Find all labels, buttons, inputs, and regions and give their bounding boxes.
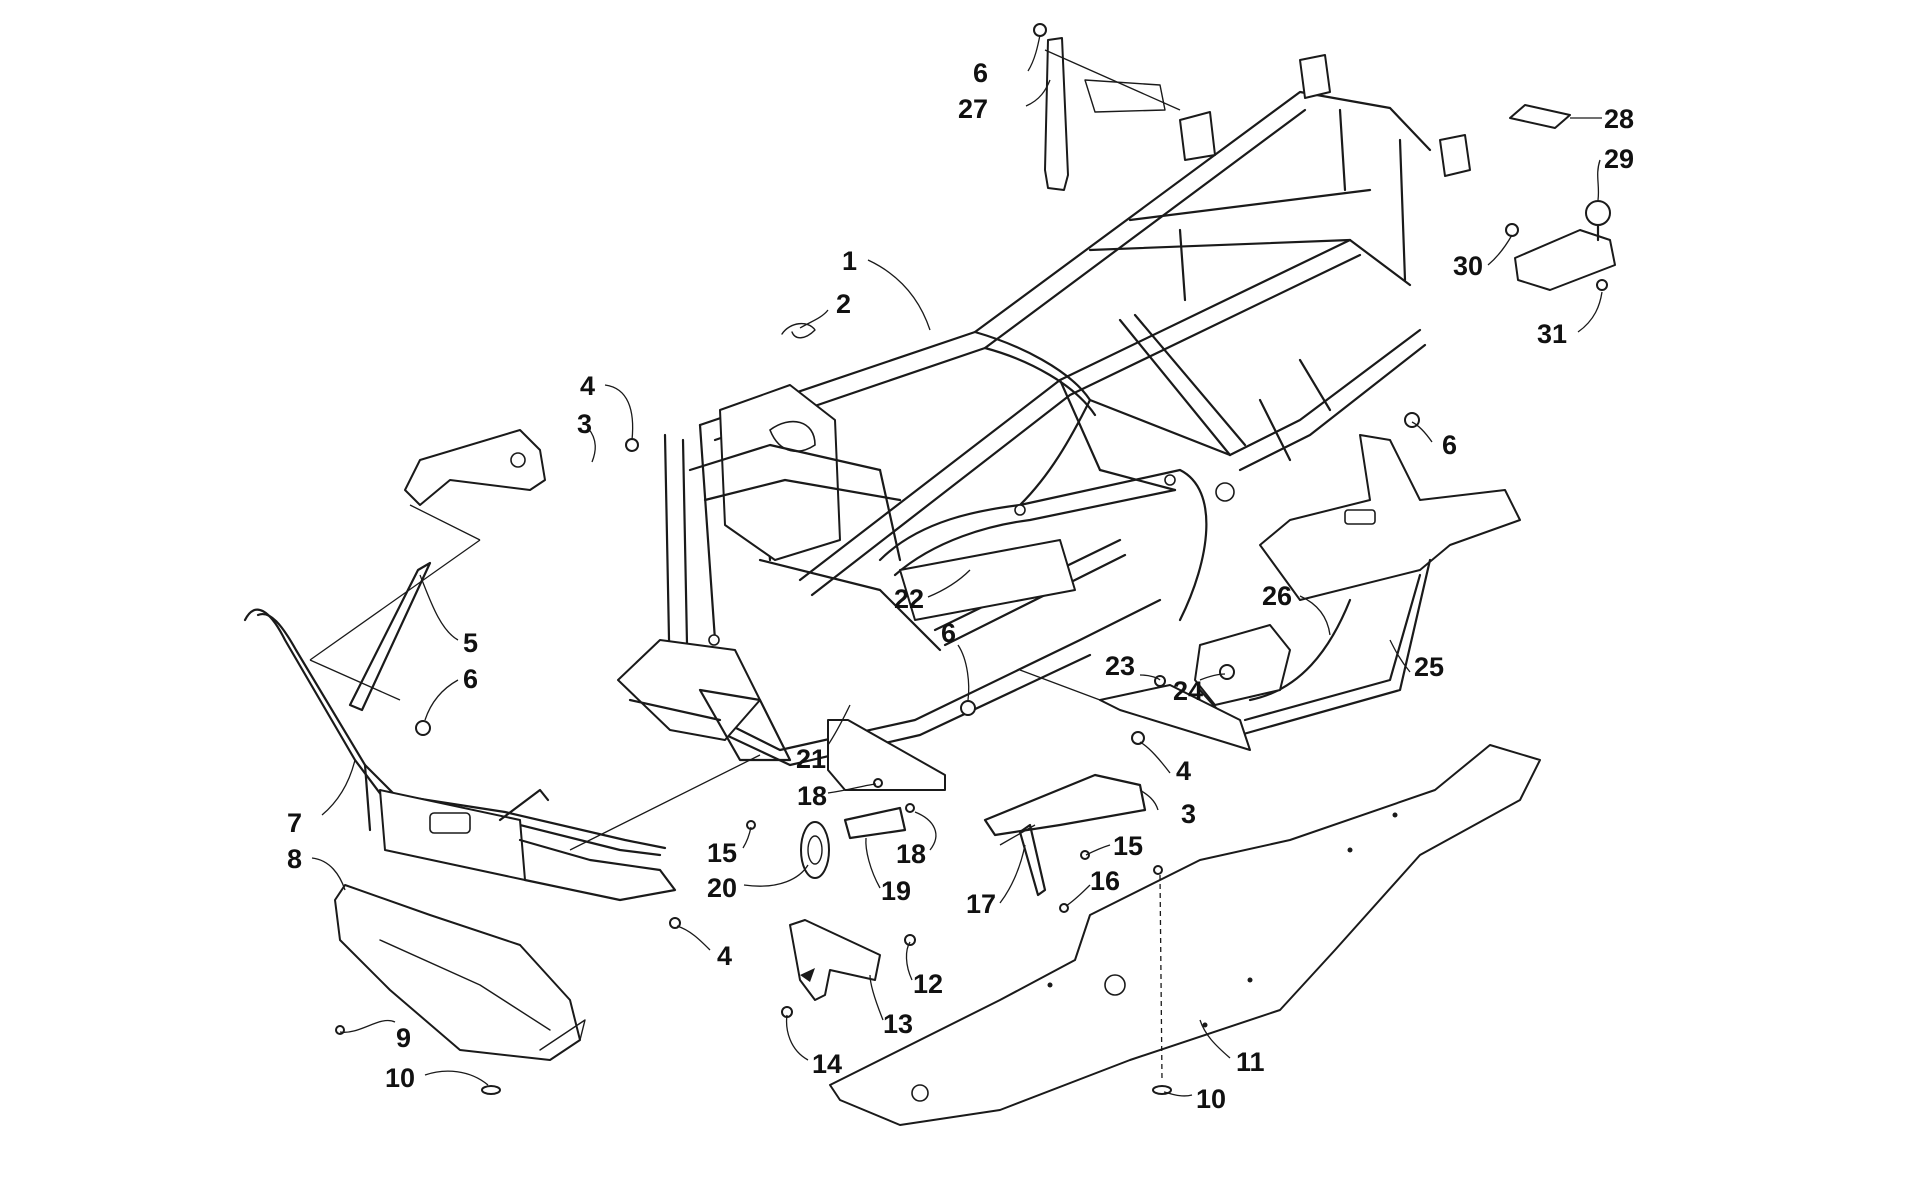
callout-4b: 4 (1176, 756, 1191, 786)
skid-plate (829, 744, 1541, 1126)
callout-6a: 6 (973, 58, 988, 88)
callout-22: 22 (894, 584, 924, 614)
cross-pad-21 (827, 719, 946, 791)
callout-18b: 18 (896, 839, 926, 869)
brace-5 (348, 561, 432, 712)
strut-17 (1018, 823, 1047, 897)
callout-19: 19 (881, 876, 911, 906)
cross-pad-22 (899, 539, 1076, 621)
callout-4a: 4 (580, 371, 595, 401)
callout-15a: 15 (707, 838, 737, 868)
callout-17: 17 (966, 889, 996, 919)
callout-23: 23 (1105, 651, 1135, 681)
alignment-line (1159, 874, 1163, 1081)
callout-8: 8 (287, 844, 302, 874)
callout-6c: 6 (941, 618, 956, 648)
callout-2: 2 (836, 289, 851, 319)
front-bumper (243, 608, 677, 902)
callout-28: 28 (1604, 104, 1634, 134)
callout-18a: 18 (797, 781, 827, 811)
callout-15b: 15 (1113, 831, 1143, 861)
callout-4c: 4 (717, 941, 732, 971)
callout-14: 14 (812, 1049, 842, 1079)
fasteners (335, 23, 1608, 1095)
main-frame (617, 54, 1471, 767)
callouts: 1 2 3 3 4 4 4 5 6 6 6 6 7 8 9 10 10 (287, 34, 1634, 1114)
horn-bracket (843, 806, 907, 840)
callout-10a: 10 (385, 1063, 415, 1093)
callout-3b: 3 (1181, 799, 1196, 829)
callout-25: 25 (1414, 652, 1444, 682)
callout-11: 11 (1236, 1047, 1265, 1077)
hitch-receiver (1514, 200, 1616, 291)
callout-31: 31 (1537, 319, 1567, 349)
pad-28 (1509, 104, 1571, 129)
callout-29: 29 (1604, 144, 1634, 174)
callout-12: 12 (913, 969, 943, 999)
hook-bracket (789, 919, 881, 1001)
upright-27 (1044, 37, 1069, 191)
callout-20: 20 (707, 873, 737, 903)
clip-2 (781, 323, 816, 339)
callout-3a: 3 (577, 409, 592, 439)
callout-30: 30 (1453, 251, 1483, 281)
callout-6b: 6 (1442, 430, 1457, 460)
callout-16: 16 (1090, 866, 1120, 896)
callout-5: 5 (463, 628, 478, 658)
bracket-plate (1099, 684, 1251, 751)
callout-6d: 6 (463, 664, 478, 694)
callout-24: 24 (1173, 676, 1203, 706)
front-cover (334, 884, 581, 1061)
callout-7: 7 (287, 808, 302, 838)
callout-26: 26 (1262, 581, 1292, 611)
callout-21: 21 (796, 744, 826, 774)
rear-footrest (1194, 434, 1521, 737)
callout-13: 13 (883, 1009, 913, 1039)
lower-bracket (983, 773, 1147, 837)
callout-1: 1 (842, 246, 857, 276)
callout-27: 27 (958, 94, 988, 124)
front-bracket-upper (404, 429, 546, 506)
callout-9: 9 (396, 1023, 411, 1053)
callout-10b: 10 (1196, 1084, 1226, 1114)
horn (800, 821, 830, 879)
